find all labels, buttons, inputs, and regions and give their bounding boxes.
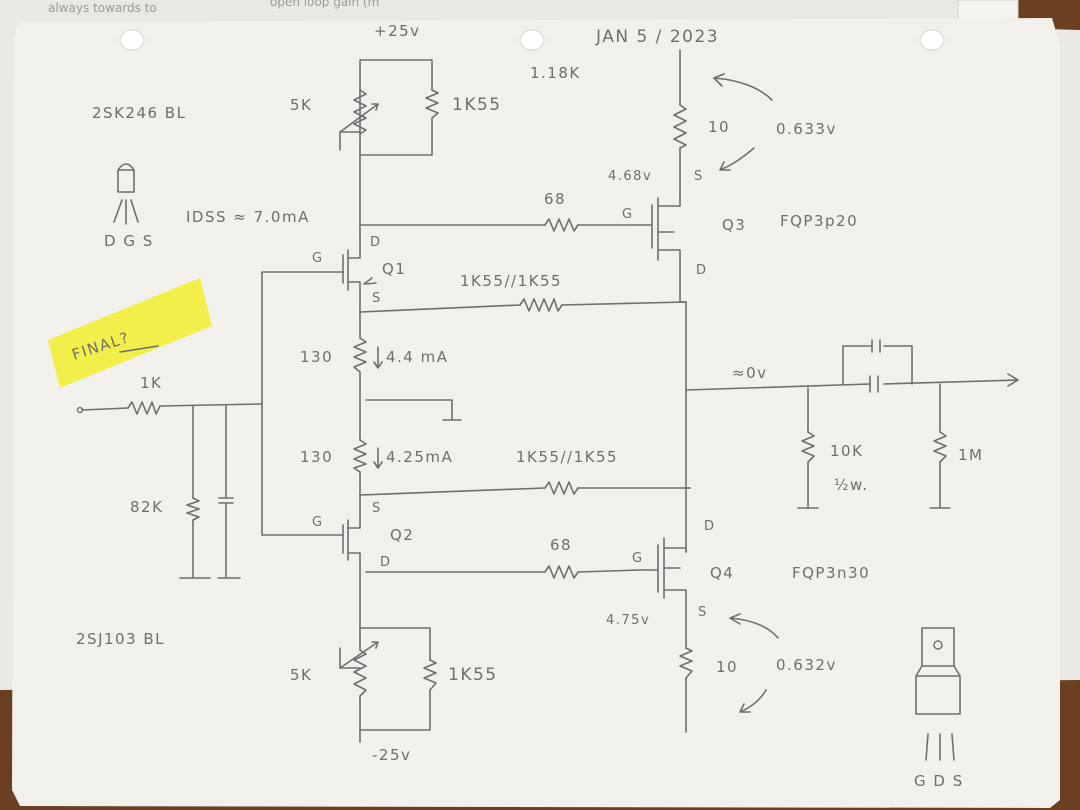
q2-gate-pin: G xyxy=(312,515,324,530)
i-top-label: 4.4 mA xyxy=(386,348,449,366)
v-out-label: ≈0v xyxy=(732,364,768,382)
q4-source-pin: S xyxy=(698,605,708,620)
r-q4-source-label: 10 xyxy=(716,658,738,676)
r-1m-zigzag xyxy=(933,431,947,463)
r-1k55-bot-label: 1K55 xyxy=(448,665,498,685)
trim-bot-arrow xyxy=(339,641,379,669)
r-1m-label: 1M xyxy=(958,446,984,464)
r-1k55-top-zigzag xyxy=(425,89,439,119)
q2-source-pin: S xyxy=(372,501,382,516)
r-q3-source-zigzag xyxy=(673,104,687,149)
punch-hole-left xyxy=(119,29,145,51)
q4-label: Q4 xyxy=(710,564,734,582)
r-in-zigzag xyxy=(127,401,161,415)
final-underline xyxy=(119,345,159,353)
q3-source-pin: S xyxy=(694,169,704,184)
q3-gate-pin: G xyxy=(622,207,634,222)
underlying-text-left: always towards to xyxy=(48,1,157,15)
r-fb-top-zigzag xyxy=(519,298,563,312)
q3-drain-pin: D xyxy=(696,263,708,278)
r-130-top-label: 130 xyxy=(300,348,333,366)
q4-gate-pin: G xyxy=(632,551,644,566)
r-1k55-bot-zigzag xyxy=(423,659,437,691)
dgs-pinout-label: D G S xyxy=(104,232,154,250)
v-q4-source-label: 4.75v xyxy=(606,613,650,628)
q1-source-pin: S xyxy=(372,291,382,306)
resistor-symbols xyxy=(127,89,947,697)
idss-label: IDSS ≈ 7.0mA xyxy=(186,208,310,226)
underlying-text-right: open loop gain (m xyxy=(270,0,379,9)
r-82k-zigzag xyxy=(186,497,200,521)
trim-bot-zigzag xyxy=(353,649,367,697)
r-10k-zigzag xyxy=(801,431,815,463)
supply-neg-label: -25v xyxy=(372,746,411,764)
to92-package-sketch xyxy=(113,163,139,225)
r-gate-bot-zigzag xyxy=(544,565,579,579)
r-q4-source-zigzag xyxy=(679,647,693,679)
trim-bot-label: 5K xyxy=(290,666,312,684)
r-130-bot-zigzag xyxy=(353,439,367,473)
i-bot-label: 4.25mA xyxy=(386,448,453,466)
v-q4-label: 0.632v xyxy=(776,656,837,674)
paper-sheet xyxy=(12,18,1060,808)
q3-label: Q3 xyxy=(722,216,746,234)
r-10k-power-label: ½w. xyxy=(834,476,869,494)
punch-hole-right xyxy=(919,29,945,51)
q1-drain-pin: D xyxy=(370,235,382,250)
to220-package-sketch xyxy=(915,627,961,761)
r-fb-bot-zigzag xyxy=(544,481,579,495)
r-in-label: 1K xyxy=(140,374,162,392)
q3-part-label: FQP3p20 xyxy=(780,212,858,230)
r-82k-label: 82K xyxy=(130,498,163,516)
r-gate-bot-label: 68 xyxy=(550,536,572,554)
trim-top-label: 5K xyxy=(290,96,312,114)
r-drain-total-label: 1.18K xyxy=(530,64,581,82)
punch-hole-middle xyxy=(519,29,545,51)
q4-part-label: FQP3n30 xyxy=(792,564,870,582)
v-q3-label: 0.633v xyxy=(776,120,837,138)
annotations: +25v -25v 2SK246 BL 2SJ103 BL FQP3p20 FQ… xyxy=(76,22,984,790)
gds-pinout-label: G D S xyxy=(914,772,964,790)
q1-gate-pin: G xyxy=(312,251,324,266)
wiring xyxy=(76,49,1019,743)
r-fb-bot-label: 1K55//1K55 xyxy=(516,448,618,466)
trim-top-zigzag xyxy=(353,89,367,135)
r-gate-top-zigzag xyxy=(544,218,579,232)
v-q3-source-label: 4.68v xyxy=(608,169,652,184)
trim-top-arrow xyxy=(339,103,379,133)
highlighter-mark xyxy=(48,278,212,388)
date-label: JAN 5 / 2023 xyxy=(595,27,719,47)
r-10k-label: 10K xyxy=(830,442,863,460)
q2-part-label: 2SJ103 BL xyxy=(76,630,165,648)
r-gate-top-label: 68 xyxy=(544,190,566,208)
q2-label: Q2 xyxy=(390,526,414,544)
r-130-bot-label: 130 xyxy=(300,448,333,466)
q1-part-label: 2SK246 BL xyxy=(92,104,186,122)
r-130-top-zigzag xyxy=(353,337,367,373)
supply-pos-label: +25v xyxy=(374,22,421,40)
q2-drain-pin: D xyxy=(380,555,392,570)
q1-label: Q1 xyxy=(382,260,406,278)
r-1k55-top-label: 1K55 xyxy=(452,95,502,115)
r-fb-top-label: 1K55//1K55 xyxy=(460,272,562,290)
q4-drain-pin: D xyxy=(704,519,716,534)
r-q3-source-label: 10 xyxy=(708,118,730,136)
